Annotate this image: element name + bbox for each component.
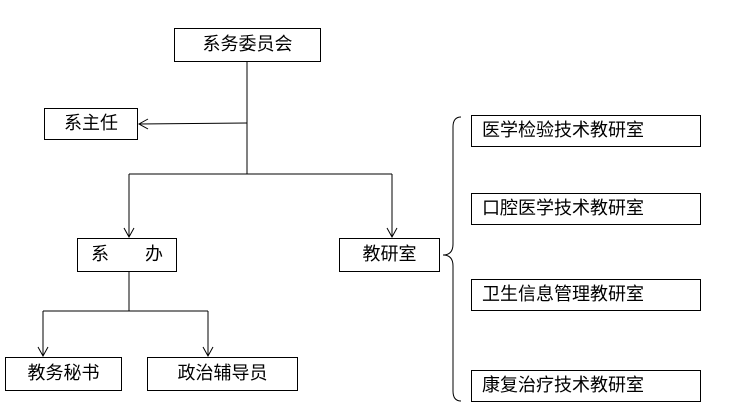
counselor-label: 政治辅导员 — [177, 363, 268, 384]
secretary-label: 教务秘书 — [27, 363, 100, 384]
counselor-box: 政治辅导员 — [147, 357, 298, 391]
department-label: 医学检验技术教研室 — [482, 120, 644, 141]
research-office-label: 教研室 — [362, 244, 417, 265]
department-box-health-info: 卫生信息管理教研室 — [471, 279, 701, 311]
research-arrowhead — [386, 227, 398, 239]
department-label: 康复治疗技术教研室 — [482, 375, 644, 396]
committee-box: 系务委员会 — [174, 28, 321, 62]
research-office-box: 教研室 — [339, 238, 440, 272]
counselor-arrowhead — [202, 346, 214, 358]
secretary-arrowhead — [37, 346, 49, 358]
director-box: 系主任 — [44, 108, 138, 140]
office-box: 系 办 — [77, 238, 177, 272]
office-label: 系 办 — [91, 244, 163, 265]
director-branch-line — [138, 122, 248, 125]
department-label: 口腔医学技术教研室 — [482, 198, 644, 219]
director-arrowhead — [137, 118, 149, 130]
director-label: 系主任 — [64, 113, 118, 134]
department-box-lab-medicine: 医学检验技术教研室 — [471, 115, 701, 147]
office-arrowhead — [123, 227, 135, 239]
department-label: 卫生信息管理教研室 — [482, 284, 644, 305]
department-box-dental: 口腔医学技术教研室 — [471, 193, 701, 225]
committee-label: 系务委员会 — [202, 34, 293, 55]
department-box-rehabilitation: 康复治疗技术教研室 — [471, 370, 701, 402]
secretary-box: 教务秘书 — [5, 357, 122, 391]
departments-brace — [442, 116, 462, 402]
